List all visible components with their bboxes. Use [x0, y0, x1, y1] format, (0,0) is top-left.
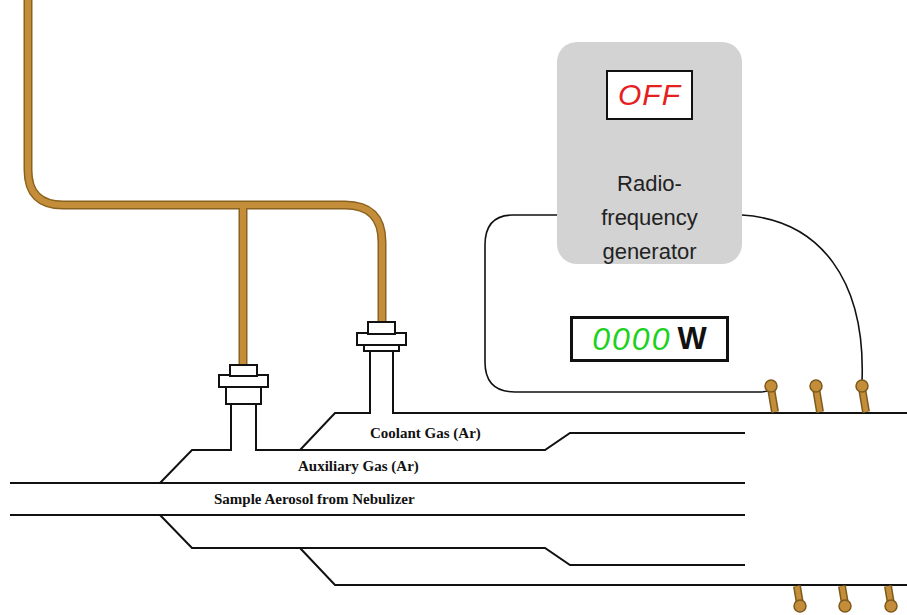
- power-reading: 0000: [592, 321, 671, 358]
- tube-fill: [28, 0, 382, 324]
- status-text: OFF: [618, 78, 681, 112]
- gas-fittings: [219, 322, 406, 404]
- generator-box: Radio- frequency generatorOFF: [557, 42, 742, 264]
- coolant-tube-wall: [300, 350, 370, 450]
- tube-outline: [239, 205, 248, 367]
- channel-label: Auxiliary Gas (Ar): [296, 457, 421, 475]
- copper-tubing: [28, 0, 382, 367]
- auxiliary-tube-wall: [160, 515, 745, 565]
- fitting-cap: [368, 322, 395, 334]
- coolant-tube-wall: [300, 548, 907, 585]
- tube-fill: [240, 205, 246, 367]
- coil-end: [885, 600, 897, 612]
- coil-end: [856, 380, 868, 392]
- generator-label: Radio- frequency generator: [557, 167, 742, 269]
- rf-wire: [742, 215, 862, 382]
- sample-tube-wall: [10, 482, 745, 484]
- fitting-body: [226, 386, 261, 404]
- tube-outline: [28, 0, 382, 324]
- load-coil: [765, 380, 897, 612]
- torch-tubes: [10, 350, 907, 585]
- coil-end: [839, 600, 851, 612]
- status-display: OFF: [606, 70, 693, 120]
- channel-label: Coolant Gas (Ar): [368, 424, 483, 442]
- power-display: 0000W: [570, 316, 729, 362]
- sample-tube-wall: [10, 514, 745, 516]
- power-unit: W: [677, 321, 706, 357]
- coil-end: [810, 380, 822, 392]
- auxiliary-tube-wall: [160, 403, 231, 483]
- coil-end: [794, 600, 806, 612]
- fitting-cap: [230, 365, 257, 376]
- coil-end: [765, 380, 777, 392]
- auxiliary-tube-wall: [256, 403, 745, 450]
- channel-label: Sample Aerosol from Nebulizer: [212, 490, 417, 508]
